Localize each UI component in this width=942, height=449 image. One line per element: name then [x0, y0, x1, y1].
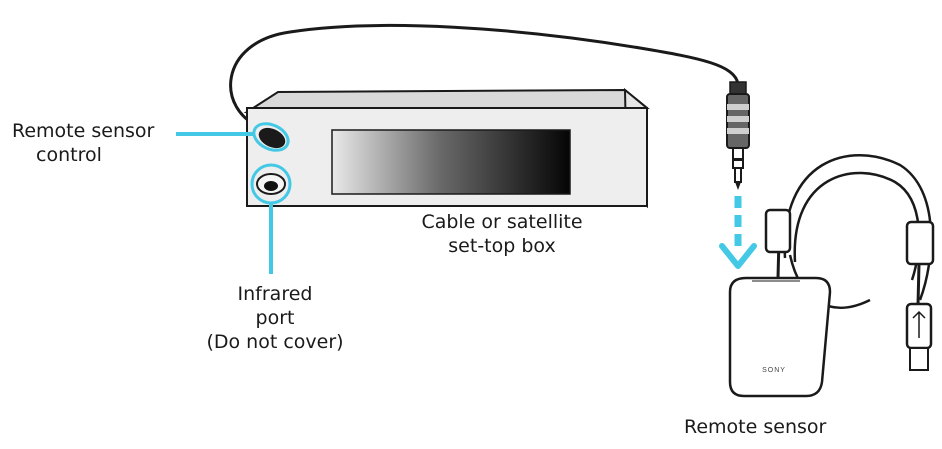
label-infrared-port-line3: (Do not cover) [206, 331, 344, 353]
label-remote-sensor-control: Remote sensor control [12, 119, 154, 167]
settop-box-display [331, 129, 571, 195]
label-remote-sensor-control-line2: control [36, 144, 102, 166]
infrared-port-lens [264, 181, 278, 191]
label-infrared-port-line2: port [255, 307, 295, 329]
down-arrow-icon [719, 196, 757, 269]
ferrite-core-icon [764, 208, 792, 279]
mini-jack-plug-icon [726, 81, 750, 190]
label-settop-box-line1: Cable or satellite [421, 211, 583, 233]
settop-box [243, 87, 650, 209]
label-remote-sensor: Remote sensor [684, 416, 827, 438]
label-remote-sensor-control-line1: Remote sensor [12, 120, 155, 142]
label-infrared-port: Infrared port (Do not cover) [175, 282, 375, 354]
usb-plug-icon [905, 263, 933, 371]
brand-mark: SONY [762, 367, 786, 374]
label-settop-box-line2: set-top box [448, 235, 556, 257]
remote-sensor-device: SONY [728, 276, 832, 398]
label-settop-box: Cable or satellite set-top box [392, 210, 612, 258]
ferrite-core-usb [905, 220, 935, 266]
remote-sensor-control [252, 122, 290, 152]
sensor-cable [229, 23, 740, 130]
label-infrared-port-line1: Infrared [237, 283, 313, 305]
